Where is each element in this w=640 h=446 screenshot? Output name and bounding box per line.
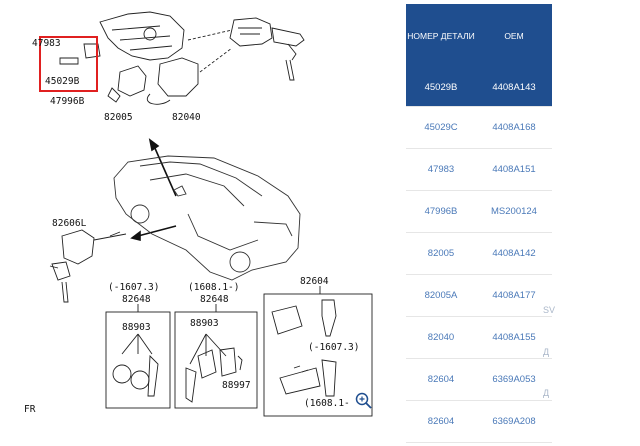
part-number-cell[interactable]: 47996B [406,190,476,233]
label-fr: FR [24,404,36,415]
part-number-cell[interactable]: 82005 [406,232,476,275]
label-82648-a: 82648 [122,294,151,305]
part-number-cell[interactable]: 45029B [406,68,476,107]
oem-cell[interactable]: 4408A142 [476,232,552,275]
parts-table: НОМЕР ДЕТАЛИ OEM 45029B 4408A143 45029C … [406,4,552,443]
table-header-row: НОМЕР ДЕТАЛИ OEM [406,4,552,68]
oem-cell[interactable]: MS200124 [476,190,552,233]
label-82648-b: 82648 [200,294,229,305]
column-header-part-number: НОМЕР ДЕТАЛИ [406,4,476,68]
label-range-c: (-1607.3) [308,342,359,353]
label-range-d: (1608.1- [304,398,350,409]
table-row[interactable]: 82604 6369A053 [406,358,552,401]
column-header-oem: OEM [476,4,552,68]
part-number-cell[interactable]: 45029C [406,106,476,149]
label-82040: 82040 [172,112,201,123]
label-45029b: 45029B [45,76,80,87]
kit-boxes [105,286,373,417]
table-row[interactable]: 82604 6369A208 [406,400,552,443]
table-row[interactable]: 82005A 4408A177 [406,274,552,317]
table-row[interactable]: 82040 4408A155 [406,316,552,359]
oem-cell[interactable]: 4408A143 [476,68,552,107]
part-number-cell[interactable]: 82604 [406,358,476,401]
part-number-cell[interactable]: 82005A [406,274,476,317]
oem-cell[interactable]: 4408A155 [476,316,552,359]
label-47983: 47983 [32,38,61,49]
label-88997: 88997 [222,380,251,391]
oem-cell[interactable]: 4408A168 [476,106,552,149]
oem-cell[interactable]: 4408A177 [476,274,552,317]
table-row[interactable]: 82005 4408A142 [406,232,552,275]
label-47996b: 47996B [50,96,85,107]
table-row[interactable]: 47983 4408A151 [406,148,552,191]
parts-diagram: 47983 45029B 47996B 82005 82040 82606L 8… [24,11,373,417]
oem-cell[interactable]: 6369A208 [476,400,552,443]
label-82604: 82604 [300,276,329,287]
lock-cylinder-assembly [59,11,305,105]
leader-arrows [130,138,177,242]
part-number-cell[interactable]: 82604 [406,400,476,443]
exploded-view-svg: 47983 45029B 47996B 82005 82040 82606L 8… [24,11,373,417]
label-range-b: (1608.1-) [188,282,239,293]
table-row[interactable]: 45029B 4408A143 [406,68,552,107]
highlight-box [39,36,98,92]
truncated-column-text: SV [543,305,556,315]
zoom-in-icon[interactable] [355,392,373,410]
vehicle-outline [113,155,301,281]
part-number-cell[interactable]: 47983 [406,148,476,191]
table-row[interactable]: 47996B MS200124 [406,190,552,233]
door-lock-cylinder [49,229,127,303]
label-82005: 82005 [104,112,133,123]
part-number-cell[interactable]: 82040 [406,316,476,359]
label-88903-a: 88903 [122,322,151,333]
truncated-column-text: Д [543,347,550,357]
label-82606l: 82606L [52,218,87,229]
oem-cell[interactable]: 6369A053 [476,358,552,401]
label-88903-b: 88903 [190,318,219,329]
truncated-column-text: Д [543,388,550,398]
label-range-a: (-1607.3) [108,282,159,293]
oem-cell[interactable]: 4408A151 [476,148,552,191]
table-row[interactable]: 45029C 4408A168 [406,106,552,149]
